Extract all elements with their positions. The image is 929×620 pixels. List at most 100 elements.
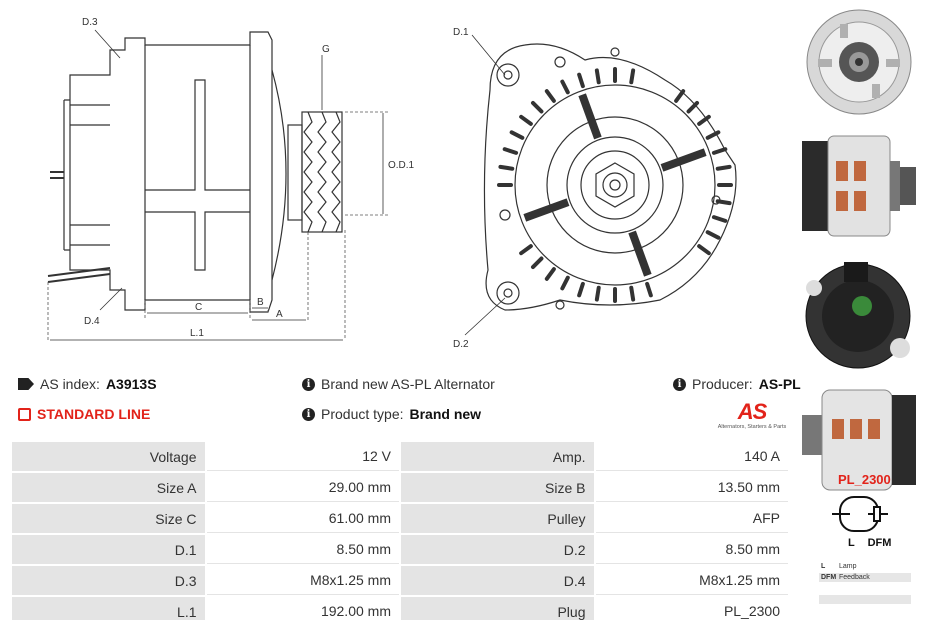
- vent-slot: [577, 281, 585, 298]
- plug-name[interactable]: PL_2300: [838, 472, 891, 487]
- svg-text:B: B: [257, 297, 264, 308]
- rotor-spoke: [523, 198, 570, 222]
- as-index: AS index: A3913S: [18, 376, 157, 392]
- spec-value: M8x1.25 mm: [206, 566, 399, 595]
- producer-info: i Producer: AS-PL: [673, 376, 801, 392]
- vent-slot: [519, 244, 533, 256]
- spec-label: Size C: [12, 504, 205, 533]
- svg-text:D.1: D.1: [453, 27, 469, 38]
- vent-slot: [594, 285, 601, 302]
- svg-text:A: A: [276, 309, 283, 320]
- vent-slot: [645, 281, 653, 298]
- spec-value: 8.50 mm: [595, 535, 788, 564]
- info-icon: i: [302, 377, 315, 391]
- spec-value: 192.00 mm: [206, 597, 399, 620]
- spec-value: 29.00 mm: [206, 473, 399, 502]
- brand-info: i Brand new AS-PL Alternator: [302, 376, 495, 392]
- vent-slot: [715, 199, 732, 206]
- legend-code: L: [821, 563, 826, 570]
- vent-slot: [697, 114, 711, 126]
- vent-slot: [544, 267, 556, 281]
- info-icon: i: [302, 407, 315, 421]
- vent-slot: [705, 130, 721, 140]
- spec-label: Size A: [12, 473, 205, 502]
- legend-desc: Lamp: [839, 563, 857, 570]
- standard-line[interactable]: STANDARD LINE: [18, 406, 150, 422]
- spec-label: Size B: [401, 473, 594, 502]
- photo-side[interactable]: [800, 131, 918, 243]
- spec-value: 12 V: [206, 442, 399, 471]
- vent-slot: [544, 89, 556, 103]
- spec-label: D.4: [401, 566, 594, 595]
- vent-slot: [519, 114, 533, 126]
- spec-value: 140 A: [595, 442, 788, 471]
- vent-slot: [530, 100, 544, 114]
- vent-slot: [629, 285, 636, 302]
- svg-text:D.3: D.3: [82, 17, 98, 28]
- spec-label: Voltage: [12, 442, 205, 471]
- vent-slot: [560, 79, 570, 95]
- vent-slot: [674, 89, 686, 103]
- svg-text:D.4: D.4: [84, 316, 100, 327]
- rotor-spoke: [578, 93, 602, 140]
- svg-text:O.D.1: O.D.1: [388, 160, 415, 171]
- spec-value: 61.00 mm: [206, 504, 399, 533]
- svg-text:L.1: L.1: [190, 328, 204, 339]
- spec-value: AFP: [595, 504, 788, 533]
- rotor-spoke: [660, 148, 707, 172]
- plug-icon: [832, 496, 888, 532]
- spec-label: D.1: [12, 535, 205, 564]
- product-photos: [800, 4, 924, 512]
- svg-text:D.2: D.2: [453, 339, 469, 350]
- tag-icon: [18, 378, 34, 390]
- technical-drawing: D.3 D.4 G O.D.1 C B A L.1 D.1 D.2: [47, 17, 737, 350]
- spec-value: M8x1.25 mm: [595, 566, 788, 595]
- vent-slot: [686, 100, 700, 114]
- spec-label: D.2: [401, 535, 594, 564]
- vent-slots: [497, 67, 733, 303]
- product-type: i Product type: Brand new: [302, 406, 481, 422]
- legend-row: L Lamp: [819, 562, 911, 571]
- vent-slot: [594, 68, 601, 85]
- legend-code: DFM: [821, 574, 837, 581]
- vent-slot: [498, 164, 515, 171]
- vent-slot: [711, 147, 728, 155]
- vent-slot: [530, 256, 544, 270]
- spec-label: L.1: [12, 597, 205, 620]
- spec-value: 8.50 mm: [206, 535, 399, 564]
- vent-slot: [509, 130, 525, 140]
- legend-row: [819, 584, 911, 593]
- vent-slot: [715, 164, 732, 171]
- vent-slot: [629, 68, 636, 85]
- vent-slot: [560, 275, 570, 291]
- asp-logo: AS Alternators, Starters & Parts: [717, 399, 787, 431]
- legend-row: [819, 595, 911, 604]
- spec-label: Plug: [401, 597, 594, 620]
- photo-front[interactable]: [800, 4, 918, 116]
- vent-slot: [502, 147, 519, 155]
- vent-slot: [577, 72, 585, 89]
- plug-pins: L DFM: [848, 537, 892, 549]
- spec-value: 13.50 mm: [595, 473, 788, 502]
- checkbox-icon: [18, 407, 31, 421]
- spec-label: D.3: [12, 566, 205, 595]
- svg-text:C: C: [195, 302, 202, 313]
- photo-back[interactable]: [800, 258, 918, 370]
- legend-desc: Feedback: [839, 574, 870, 581]
- photo-side-2[interactable]: [800, 385, 918, 497]
- spec-label: Amp.: [401, 442, 594, 471]
- rotor-spoke: [628, 230, 652, 277]
- vent-slot: [705, 230, 721, 240]
- vent-slot: [711, 215, 728, 223]
- spec-label: Pulley: [401, 504, 594, 533]
- info-icon: i: [673, 377, 686, 391]
